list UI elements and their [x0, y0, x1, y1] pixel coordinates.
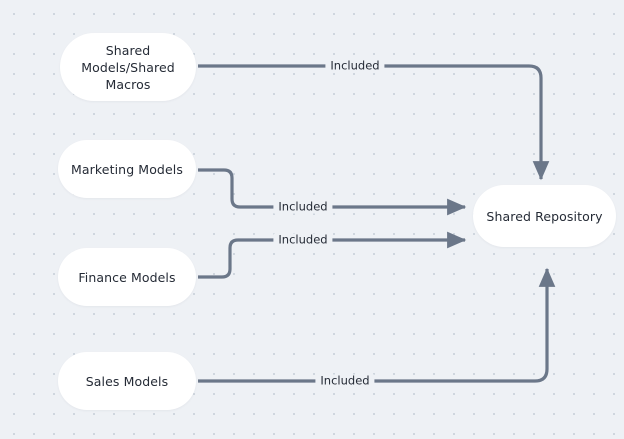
edge-label-sales-models: Included [315, 374, 375, 388]
node-sales-models-label: Sales Models [85, 373, 169, 389]
edge-path-finance-models [198, 231, 467, 279]
node-marketing-models-label: Marketing Models [71, 161, 183, 177]
node-shared-models-label: Shared Models/Shared Macros [81, 42, 175, 92]
edge-path-shared-models [198, 64, 550, 181]
node-shared-repository-label: Shared Repository [486, 208, 603, 224]
node-finance-models-label: Finance Models [78, 269, 176, 285]
edge-path-sales-models [198, 267, 556, 383]
edge-label-marketing-models: Included [273, 200, 333, 214]
node-sales-models[interactable]: Sales Models [58, 352, 196, 410]
edge-path-marketing-models [198, 168, 467, 216]
edge-label-finance-models: Included [273, 233, 333, 247]
edge-label-shared-models: Included [325, 59, 385, 73]
node-finance-models[interactable]: Finance Models [58, 248, 196, 306]
node-shared-repository[interactable]: Shared Repository [473, 185, 616, 247]
node-marketing-models[interactable]: Marketing Models [58, 140, 196, 198]
node-shared-models[interactable]: Shared Models/Shared Macros [60, 33, 196, 101]
